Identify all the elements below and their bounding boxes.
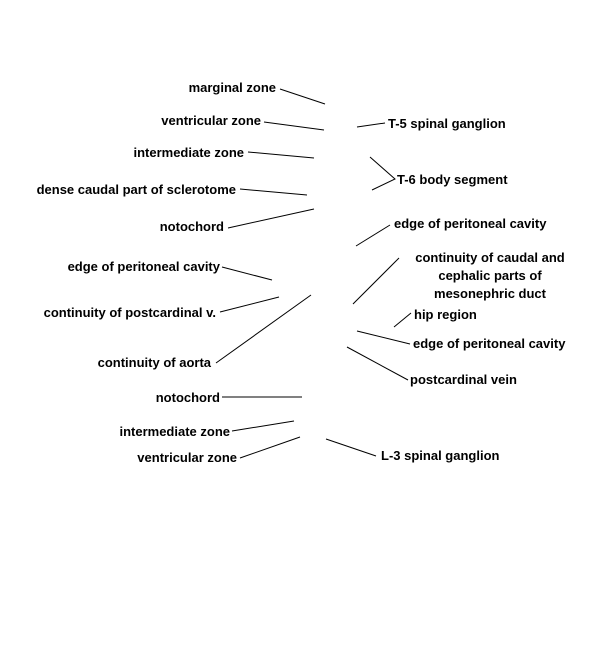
label-continuity-mesonephric: continuity of caudal and cephalic parts … [415, 250, 565, 301]
label-notochord-bottom: notochord [155, 390, 220, 405]
label-continuity-postcardinal: continuity of postcardinal v. [43, 305, 216, 320]
label-ventricular-zone-bottom: ventricular zone [137, 450, 237, 465]
label-marginal-zone: marginal zone [188, 80, 276, 95]
label-t5-spinal-ganglion: T-5 spinal ganglion [388, 116, 506, 131]
label-ventricular-zone-top: ventricular zone [161, 113, 261, 128]
leader-edge-peritoneal-right-top [355, 224, 391, 247]
label-dense-caudal-sclerotome: dense caudal part of sclerotome [36, 182, 236, 197]
label-intermediate-zone-bottom: intermediate zone [119, 424, 230, 439]
leader-dense-caudal-sclerotome [239, 188, 308, 196]
leader-intermediate-zone-top [247, 151, 315, 159]
leader-intermediate-zone-bottom [231, 420, 295, 432]
leader-continuity-postcardinal [219, 296, 280, 313]
leader-l3-spinal-ganglion [325, 438, 377, 457]
label-postcardinal-vein: postcardinal vein [410, 372, 517, 387]
leader-edge-peritoneal-left [221, 266, 273, 281]
leader-edge-peritoneal-right-bottom [356, 330, 411, 345]
leader-hip-region [393, 312, 412, 328]
label-edge-peritoneal-left: edge of peritoneal cavity [67, 259, 220, 274]
label-edge-peritoneal-right-top: edge of peritoneal cavity [394, 216, 547, 231]
label-hip-region: hip region [414, 307, 477, 322]
leader-ventricular-zone-bottom [239, 436, 301, 459]
label-edge-peritoneal-right-bottom: edge of peritoneal cavity [413, 336, 566, 351]
leader-t6-body-segment [369, 156, 396, 191]
label-notochord-top: notochord [159, 219, 224, 234]
leader-continuity-aorta [215, 294, 312, 364]
leader-continuity-mesonephric [352, 257, 400, 305]
leader-marginal-zone [279, 88, 326, 105]
label-l3-spinal-ganglion: L-3 spinal ganglion [381, 448, 500, 463]
leader-postcardinal-vein [346, 346, 409, 381]
label-continuity-aorta: continuity of aorta [97, 355, 211, 370]
label-intermediate-zone-top: intermediate zone [133, 145, 244, 160]
leader-notochord-top [227, 208, 315, 229]
leader-ventricular-zone-top [263, 121, 325, 131]
leader-t5-spinal-ganglion [356, 122, 386, 128]
label-t6-body-segment: T-6 body segment [397, 172, 508, 187]
